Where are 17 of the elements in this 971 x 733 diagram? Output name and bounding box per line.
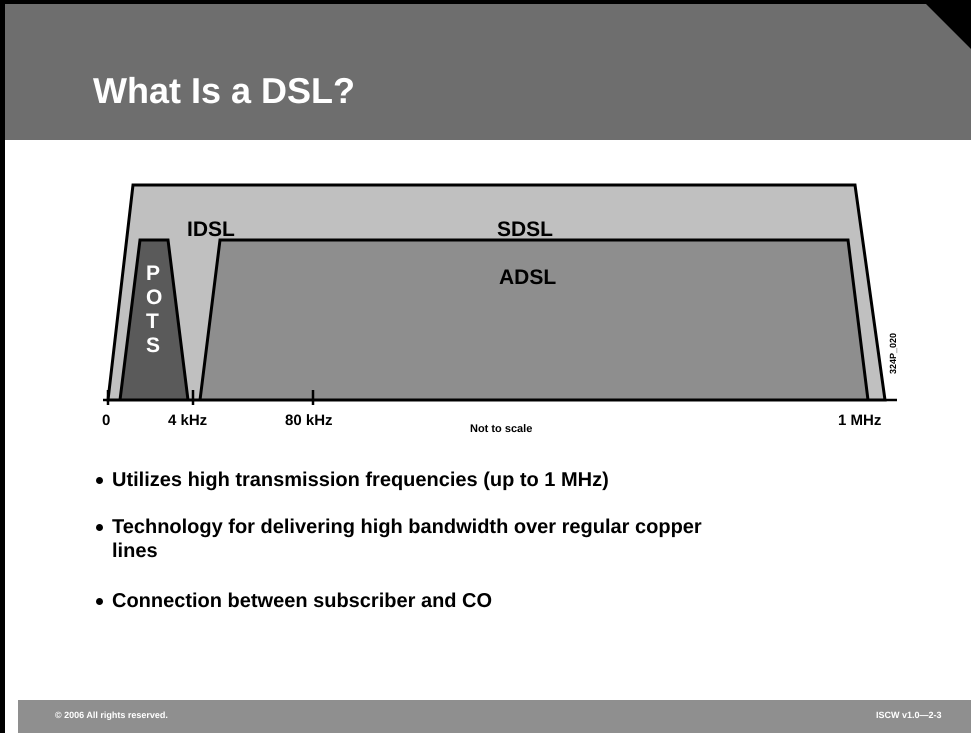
bullet-text: Technology for delivering high bandwidth over regular copper lines: [112, 515, 703, 563]
tick-label: 1 MHz: [838, 412, 882, 429]
band-label: ADSL: [499, 266, 556, 290]
tick-label: 4 kHz: [168, 412, 208, 429]
tick-label: 80 kHz: [285, 412, 333, 429]
bullet-text: Connection between subscriber and CO: [112, 589, 492, 613]
copyright-text: © 2006 All rights reserved.: [55, 710, 168, 720]
scale-note: Not to scale: [470, 423, 532, 435]
course-code: ISCW v1.0—2-3: [876, 710, 942, 720]
figure-id: 324P_020: [888, 332, 898, 374]
band-label: POTS: [146, 262, 160, 358]
sdsl-band: [105, 183, 887, 402]
bullet-text: Utilizes high transmission frequencies (up to 1 MHz): [112, 468, 609, 492]
slide-title: What Is a DSL?: [93, 70, 356, 112]
band-label: IDSL: [187, 218, 235, 242]
tick-label: 0: [102, 412, 110, 429]
band-label: SDSL: [497, 218, 554, 242]
